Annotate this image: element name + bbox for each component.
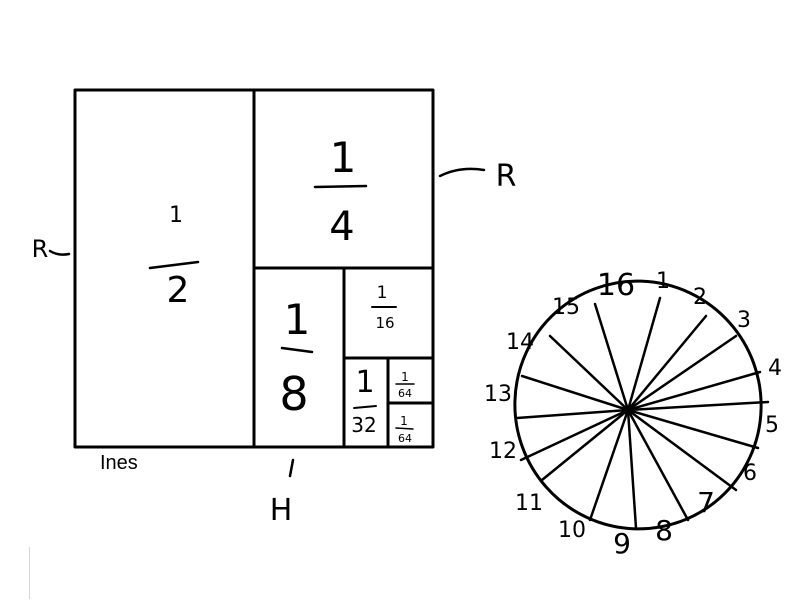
side-label-left: R [32,235,71,263]
segment-number: 5 [765,413,779,438]
fraction-square [73,88,435,449]
fraction-half: 1 2 [148,203,200,311]
circle-spoke [626,408,738,492]
side-label-bottom: H [270,458,295,528]
fraction-numerator: 1 [330,133,357,182]
label-pointer [288,458,295,478]
fraction-numerator: 1 [377,283,388,303]
fraction-eighth: 1 8 [279,295,314,421]
segment-number: 3 [737,308,751,333]
segment-number: 11 [515,491,543,516]
fraction-quarter: 1 4 [313,133,368,250]
circle-spoke [626,400,770,412]
edge-line [29,547,30,599]
fraction-denominator: 64 [398,387,412,400]
segment-number: 10 [558,518,586,543]
segment-number: 9 [613,527,631,560]
label-text: H [270,493,293,528]
circle-spoke [626,408,690,522]
side-label-right: R [438,159,517,194]
fraction-denominator: 2 [167,270,190,311]
circle-spoke [626,314,708,412]
fraction-sixty-fourth-b: 1 64 [395,414,414,445]
label-text: R [496,159,517,194]
fraction-bar [280,346,314,354]
circle-spoke [548,334,630,412]
fraction-denominator: 4 [329,204,354,250]
fraction-numerator: 1 [284,295,311,344]
label-text: R [32,235,49,263]
circle-spoke [593,302,630,412]
fraction-sixteenth: 1 16 [371,283,397,332]
segment-number: 1 [656,269,670,294]
circle-spoke [588,408,630,522]
fraction-bar [353,405,377,409]
circle-spoke [626,408,638,530]
segment-number: 16 [597,268,635,303]
segment-number: 4 [768,356,782,381]
fraction-numerator: 1 [355,365,374,400]
circle-spoke [515,408,630,420]
segment-number: 6 [743,461,757,486]
circle-spoke [519,408,630,462]
fraction-denominator: 64 [398,432,412,445]
circle-spokes [515,296,770,530]
segment-number: 7 [697,486,715,519]
label-pointer [438,167,486,178]
caption-text: Ines [100,452,138,474]
segment-number: 13 [484,382,512,407]
segment-number: 15 [552,295,580,320]
fraction-thirty-second: 1 32 [351,365,377,437]
circle-spoke [626,296,662,412]
fraction-denominator: 16 [375,314,394,332]
segment-number: 14 [506,330,534,355]
fraction-sixty-fourth-a: 1 64 [395,370,415,400]
label-pointer [48,249,71,256]
fraction-denominator: 32 [351,413,376,437]
fraction-numerator: 1 [401,370,409,384]
segment-number: 12 [489,439,517,464]
circle-spoke [540,408,630,482]
segment-number: 8 [655,514,673,547]
fraction-bar [395,427,414,430]
fraction-bar [313,184,368,189]
circle-outline [513,279,763,531]
fraction-numerator: 1 [400,414,408,428]
circle-spoke [520,374,630,412]
fraction-denominator: 8 [279,367,308,421]
circle-spoke [626,334,738,412]
fraction-numerator: 1 [169,203,183,228]
circle-spoke [626,370,762,412]
fraction-bar [148,260,200,270]
circle-spoke [626,408,760,450]
segment-number: 2 [693,285,707,310]
